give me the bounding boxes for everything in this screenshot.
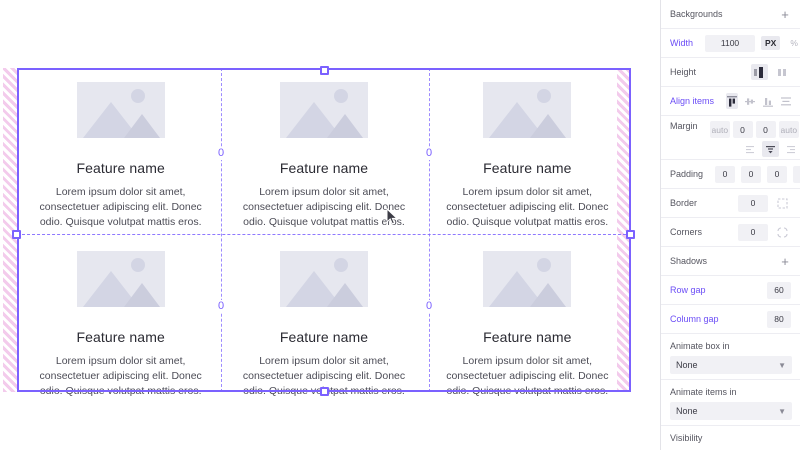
image-placeholder-icon <box>483 250 572 307</box>
feature-card[interactable]: Feature name Lorem ipsum dolor sit amet,… <box>222 70 425 239</box>
image-placeholder-icon <box>483 82 572 138</box>
feature-card[interactable]: Feature name Lorem ipsum dolor sit amet,… <box>19 70 222 239</box>
panel-row-padding: Padding <box>661 160 800 189</box>
panel-row-column-gap: Column gap <box>661 305 800 334</box>
align-bottom-icon[interactable] <box>762 93 774 109</box>
feature-card-grid: Feature name Lorem ipsum dolor sit amet,… <box>19 70 629 397</box>
shadows-label: Shadows <box>670 256 708 266</box>
padding-left-input[interactable] <box>793 165 800 183</box>
card-title: Feature name <box>76 160 165 176</box>
align-center-icon[interactable] <box>744 93 756 109</box>
margin-right-input[interactable] <box>732 121 753 138</box>
column-gap-guide <box>429 68 430 392</box>
animate-items-in-select[interactable]: None ▼ <box>670 402 792 420</box>
margin-left-input[interactable] <box>778 121 799 138</box>
animate-box-in-label: Animate box in <box>670 341 730 351</box>
margin-align-center-icon[interactable] <box>761 141 779 157</box>
image-placeholder-icon <box>279 250 368 307</box>
card-title: Feature name <box>76 328 165 345</box>
design-canvas[interactable]: Feature name Lorem ipsum dolor sit amet,… <box>0 0 660 450</box>
panel-row-visibility: Visibility <box>661 426 800 450</box>
corners-label: Corners <box>670 227 703 237</box>
resize-handle-left[interactable] <box>12 230 21 239</box>
column-gap-value[interactable]: 0 <box>217 147 226 160</box>
selection-bounding-box[interactable] <box>17 68 631 392</box>
feature-card[interactable]: Feature name Lorem ipsum dolor sit amet,… <box>426 239 629 408</box>
feature-card[interactable]: Feature name Lorem ipsum dolor sit amet,… <box>222 239 425 408</box>
add-shadow-icon[interactable]: + <box>781 253 789 269</box>
column-gap-value[interactable]: 0 <box>217 300 226 313</box>
card-title: Feature name <box>483 328 572 345</box>
padding-top-input[interactable] <box>715 165 736 183</box>
panel-row-backgrounds: Backgrounds + <box>661 0 800 29</box>
panel-row-row-gap: Row gap <box>661 276 800 305</box>
border-sides-icon[interactable] <box>774 195 791 211</box>
padding-right-input[interactable] <box>741 165 762 183</box>
height-fill-icon[interactable] <box>774 64 791 80</box>
feature-card[interactable]: Feature name Lorem ipsum dolor sit amet,… <box>426 70 629 239</box>
margin-bottom-input[interactable] <box>755 121 776 138</box>
row-gap-label: Row gap <box>670 285 706 295</box>
margin-label: Margin <box>670 121 698 131</box>
corner-sides-icon[interactable] <box>774 224 791 240</box>
animate-items-in-label: Animate items in <box>670 387 737 397</box>
border-width-input[interactable] <box>738 194 768 212</box>
panel-row-margin: Margin <box>661 116 800 160</box>
margin-top-input[interactable] <box>709 121 730 138</box>
column-gap-input[interactable] <box>767 310 791 328</box>
animate-box-in-select[interactable]: None ▼ <box>670 356 792 374</box>
margin-align-end-icon[interactable] <box>782 141 799 157</box>
panel-row-width: Width PX % <box>661 29 800 58</box>
card-title: Feature name <box>279 160 369 176</box>
padding-label: Padding <box>670 169 704 179</box>
padding-bottom-input[interactable] <box>767 165 788 183</box>
chevron-down-icon: ▼ <box>778 360 786 370</box>
animate-box-in-value: None <box>676 360 698 370</box>
height-fit-icon[interactable] <box>751 64 768 80</box>
corner-radius-input[interactable] <box>738 223 768 241</box>
backgrounds-label: Backgrounds <box>670 9 723 19</box>
column-gap-value[interactable]: 0 <box>425 147 434 160</box>
animate-items-in-value: None <box>676 406 698 416</box>
unit-percent-button[interactable]: % <box>790 38 798 48</box>
image-placeholder-icon <box>279 82 368 138</box>
card-body: Lorem ipsum dolor sit amet, consectetuer… <box>446 186 609 229</box>
panel-row-align-items: Align items <box>661 87 800 116</box>
height-label: Height <box>670 67 697 77</box>
resize-handle-right[interactable] <box>626 230 635 239</box>
resize-handle-top[interactable] <box>320 66 329 75</box>
card-title: Feature name <box>483 160 572 176</box>
align-stretch-icon[interactable] <box>780 93 792 109</box>
panel-row-border: Border <box>661 189 800 218</box>
row-gap-guide <box>17 234 631 235</box>
card-title: Feature name <box>279 328 369 345</box>
properties-panel[interactable]: Backgrounds + Width PX % Height Align it… <box>660 0 800 450</box>
panel-row-animate-items-in: Animate items in None ▼ <box>661 380 800 426</box>
panel-row-animate-box-in: Animate box in None ▼ <box>661 334 800 380</box>
border-label: Border <box>670 198 698 208</box>
margin-align-start-icon[interactable] <box>742 141 759 157</box>
panel-row-corners: Corners <box>661 218 800 247</box>
image-placeholder-icon <box>76 250 165 307</box>
card-body: Lorem ipsum dolor sit amet, consectetuer… <box>242 354 406 398</box>
image-placeholder-icon <box>76 82 165 138</box>
card-body: Lorem ipsum dolor sit amet, consectetuer… <box>242 186 406 229</box>
panel-row-height: Height <box>661 58 800 87</box>
align-items-label: Align items <box>670 96 715 106</box>
resize-handle-bottom[interactable] <box>320 387 329 396</box>
unit-px-button[interactable]: PX <box>761 36 781 50</box>
column-gap-label: Column gap <box>670 314 719 324</box>
column-gap-value[interactable]: 0 <box>425 300 434 313</box>
column-gap-guide <box>221 68 222 392</box>
align-top-icon[interactable] <box>726 93 739 109</box>
chevron-down-icon: ▼ <box>778 406 786 416</box>
width-input[interactable] <box>705 34 756 52</box>
visibility-label: Visibility <box>670 433 703 443</box>
width-label: Width <box>670 38 694 48</box>
panel-row-shadows: Shadows + <box>661 247 800 276</box>
add-background-icon[interactable]: + <box>781 6 789 22</box>
row-gap-input[interactable] <box>767 281 791 299</box>
card-body: Lorem ipsum dolor sit amet, consectetuer… <box>39 186 202 229</box>
